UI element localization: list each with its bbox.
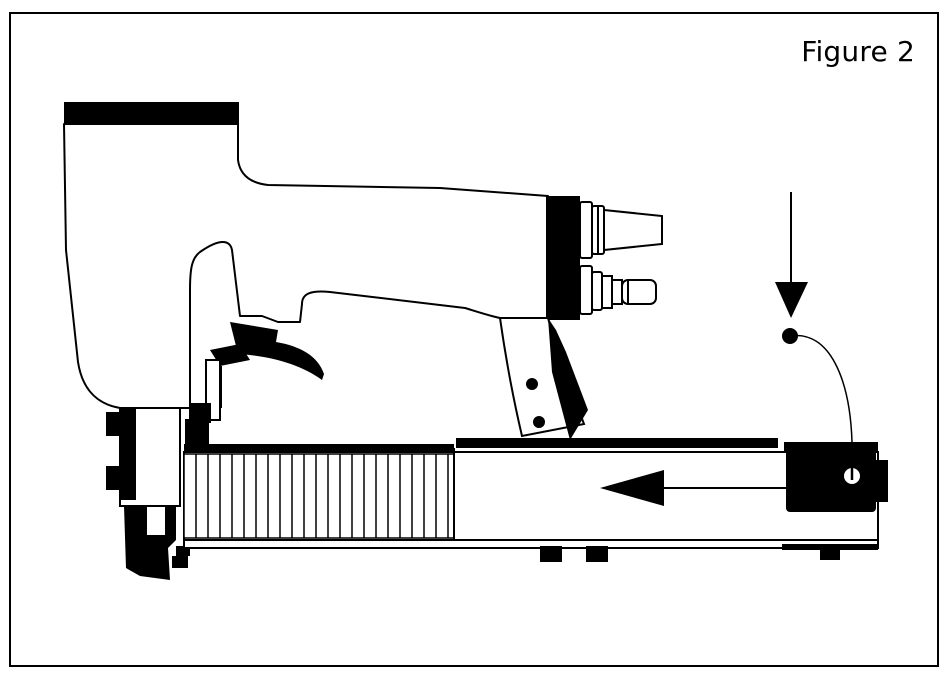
air-inlet-fitting [579,265,657,315]
figure-border [9,12,939,667]
magazine-latch [786,448,888,512]
press-down-arrow [775,192,853,443]
grip-shadow [548,318,588,440]
exhaust-deflector [579,201,663,259]
staple-strip [183,448,455,540]
figure-caption: Figure 2 [801,35,915,68]
screw-upper [526,378,538,390]
safety-mechanism [185,359,221,451]
slide-direction-arrow [600,470,786,506]
top-cap [64,102,239,125]
trigger [210,322,324,408]
rear-end-cap [546,196,580,320]
screw-lower [533,416,545,428]
nose-driver [106,407,190,580]
